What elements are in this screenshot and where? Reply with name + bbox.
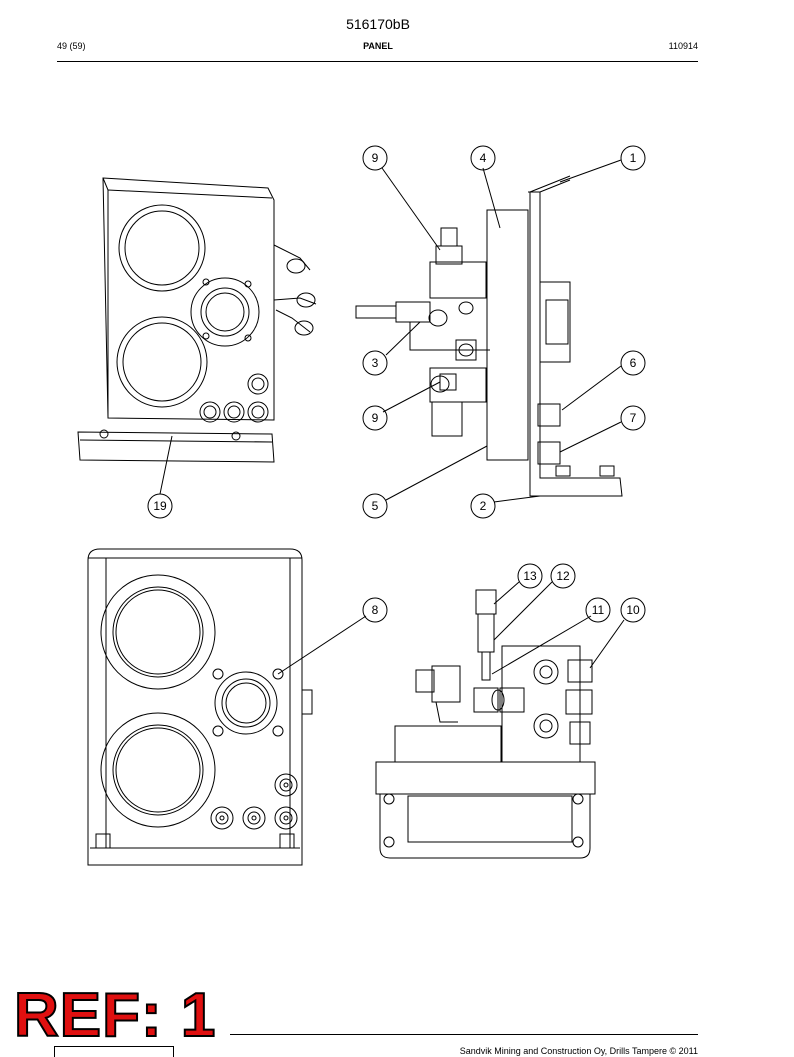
callout-2: 2 bbox=[480, 499, 487, 513]
callout-4: 4 bbox=[480, 151, 487, 165]
view-isometric bbox=[77, 177, 317, 463]
company-logo bbox=[54, 1046, 174, 1057]
callout-3: 3 bbox=[372, 356, 379, 370]
callout-19: 19 bbox=[153, 499, 167, 513]
revision-date: 110914 bbox=[668, 41, 698, 51]
section-title: PANEL bbox=[363, 41, 393, 51]
page-number: 49 (59) bbox=[57, 41, 86, 51]
callout-6: 6 bbox=[630, 356, 637, 370]
callout-11: 11 bbox=[592, 603, 605, 617]
header-divider bbox=[57, 61, 698, 62]
callout-9-lower: 9 bbox=[372, 411, 379, 425]
callout-1: 1 bbox=[630, 151, 637, 165]
view-side bbox=[355, 175, 623, 497]
footer-divider bbox=[230, 1034, 698, 1035]
leader-lines bbox=[159, 159, 625, 675]
view-front bbox=[87, 548, 313, 866]
callout-10: 10 bbox=[626, 603, 640, 617]
callout-12: 12 bbox=[556, 569, 570, 583]
callout-9-upper: 9 bbox=[372, 151, 379, 165]
document-number: 516170bB bbox=[346, 16, 410, 32]
view-top bbox=[375, 589, 596, 859]
callout-8: 8 bbox=[372, 603, 379, 617]
callout-7: 7 bbox=[630, 411, 637, 425]
callout-5: 5 bbox=[372, 499, 379, 513]
callout-bubbles bbox=[147, 145, 646, 623]
callout-labels: 9 4 1 3 6 9 7 19 5 2 13 12 8 11 10 bbox=[153, 151, 640, 617]
callout-13: 13 bbox=[523, 569, 537, 583]
footer-copyright: Sandvik Mining and Construction Oy, Dril… bbox=[459, 1046, 698, 1056]
ref-stamp: REF: 1 bbox=[13, 981, 217, 1050]
